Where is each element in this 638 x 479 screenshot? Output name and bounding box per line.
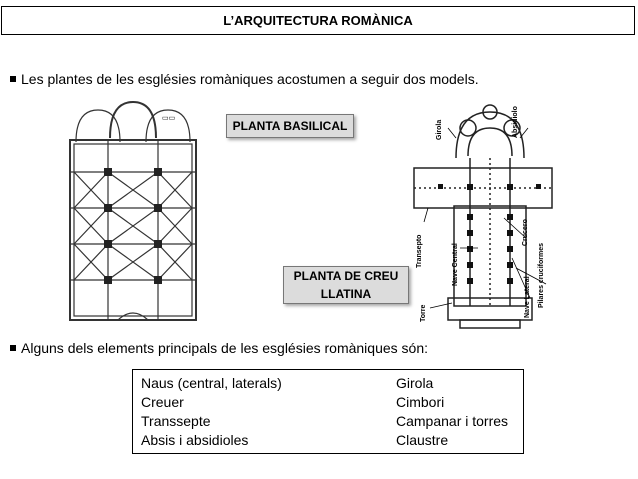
- svg-text:▭▭: ▭▭: [162, 115, 175, 122]
- list-item: Claustre: [396, 432, 449, 448]
- intro-bullet-text: Les plantes de les esglésies romàniques …: [21, 71, 479, 87]
- list-item: Creuer: [141, 394, 184, 410]
- elements-left-column: Naus (central, laterals) Creuer Transsep…: [141, 374, 282, 450]
- plan-label-absidiolo: Absidiolo: [512, 106, 519, 138]
- plan-label-girola: Girola: [436, 119, 443, 140]
- list-item: Absis i absidioles: [141, 432, 249, 448]
- plan-label-torre: Torre: [420, 304, 427, 322]
- label-basilical: PLANTA BASILICAL: [226, 114, 354, 138]
- label-latin-cross-line2: LLATINA: [320, 287, 372, 301]
- list-item: Girola: [396, 375, 434, 391]
- label-latin-cross: PLANTA DE CREU LLATINA: [283, 266, 409, 304]
- elements-right-column: Girola Cimbori Campanar i torres Claustr…: [396, 374, 508, 450]
- plan-label-nave-central: Nave Central: [452, 243, 459, 286]
- list-item: Transsepte: [141, 413, 211, 429]
- plan-label-nave-lateral: Nave Lateral: [524, 276, 531, 318]
- elements-list-box: Naus (central, laterals) Creuer Transsep…: [132, 369, 524, 454]
- latin-cross-plan-drawing: [413, 104, 553, 329]
- page-title-text: L’ARQUITECTURA ROMÀNICA: [223, 13, 413, 28]
- list-item: Campanar i torres: [396, 413, 509, 429]
- bullet-square-icon: [10, 345, 16, 351]
- plan-label-pilares: Pilares cruciformes: [538, 243, 545, 308]
- list-item: Naus (central, laterals): [141, 375, 282, 391]
- plan-label-crucero: Crucero: [522, 219, 529, 246]
- basilica-plan-drawing: ▭▭: [69, 100, 197, 321]
- label-latin-cross-line1: PLANTA DE CREU: [293, 269, 399, 283]
- elements-bullet: Alguns dels elements principals de les e…: [10, 340, 428, 356]
- bullet-square-icon: [10, 76, 16, 82]
- intro-bullet: Les plantes de les esglésies romàniques …: [10, 71, 479, 87]
- page-title: L’ARQUITECTURA ROMÀNICA: [1, 6, 635, 35]
- elements-bullet-text: Alguns dels elements principals de les e…: [21, 340, 428, 356]
- label-basilical-text: PLANTA BASILICAL: [232, 119, 348, 133]
- list-item: Cimbori: [396, 394, 445, 410]
- plan-label-transepto: Transepto: [416, 234, 423, 268]
